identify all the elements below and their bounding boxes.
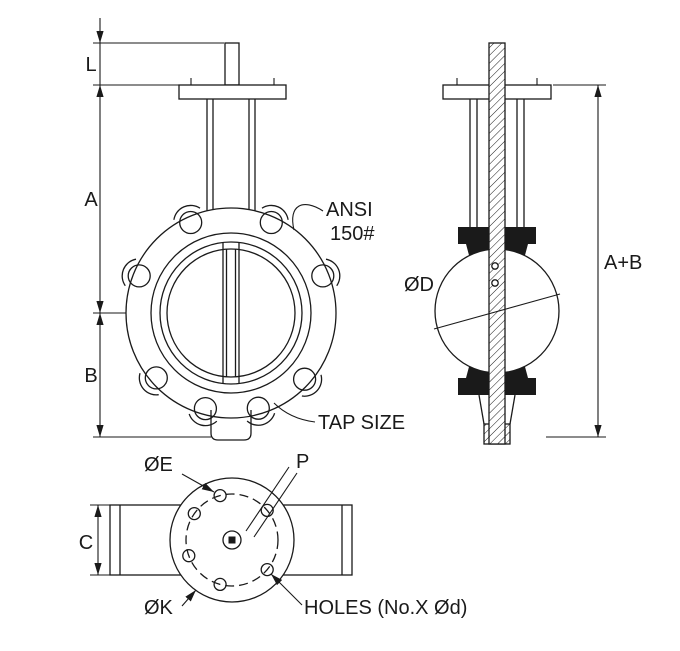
front-view [121,42,341,441]
bolt-circle [185,493,279,587]
dia-d-label: ØD [404,274,434,296]
dim-label-b: B [84,365,97,387]
bottom-lug [210,410,252,441]
pitch-lines [245,466,298,538]
stem-pin-lower [491,279,499,287]
bottom-view [109,466,353,603]
stem-square [228,536,236,544]
flange-lobes [121,204,341,427]
dia-k-leader [181,589,197,607]
dia-e-label: ØE [144,454,173,476]
dim-label-l: L [85,54,96,76]
flange-inner-ring [150,232,312,394]
disc-edge-line [433,293,561,330]
neck-side [469,99,525,227]
bolt-holes-front [127,210,335,421]
side-view: ØD [404,42,561,445]
mounting-plate-front [178,84,287,100]
disc-face [166,248,296,378]
bottom-view-notes: ØE ØK P HOLES (No.X Ød) C [79,451,468,619]
front-view-dimensions: L A B [84,18,224,438]
disc-stem-band [222,243,240,384]
neck-front [206,99,256,211]
stem-bore [222,530,242,550]
ansi-note-line1: ANSI [326,199,373,221]
tap-size-note: TAP SIZE [273,402,405,434]
ansi-note-line2: 150# [330,223,375,245]
pitch-label: P [296,451,309,473]
holes-leader [270,573,303,606]
flange-outer [125,207,337,419]
ansi-rating-note: ANSI 150# [292,199,375,245]
bolt-holes-bottom [182,488,274,592]
dia-k-label: ØK [144,597,174,619]
ansi-leader-line [292,204,324,231]
stem-front [224,42,240,86]
tap-size-leader-line [273,402,316,423]
dia-e-leader [181,473,215,493]
body-bore [159,241,303,385]
total-height-dimension: A+B [546,84,642,438]
holes-note-text: HOLES (No.X Ød) [304,597,467,619]
dim-label-c: C [79,532,93,554]
dim-label-a: A [84,189,98,211]
tap-size-text: TAP SIZE [318,412,405,434]
total-height-label: A+B [604,252,642,274]
stem-pin-upper [491,262,499,270]
